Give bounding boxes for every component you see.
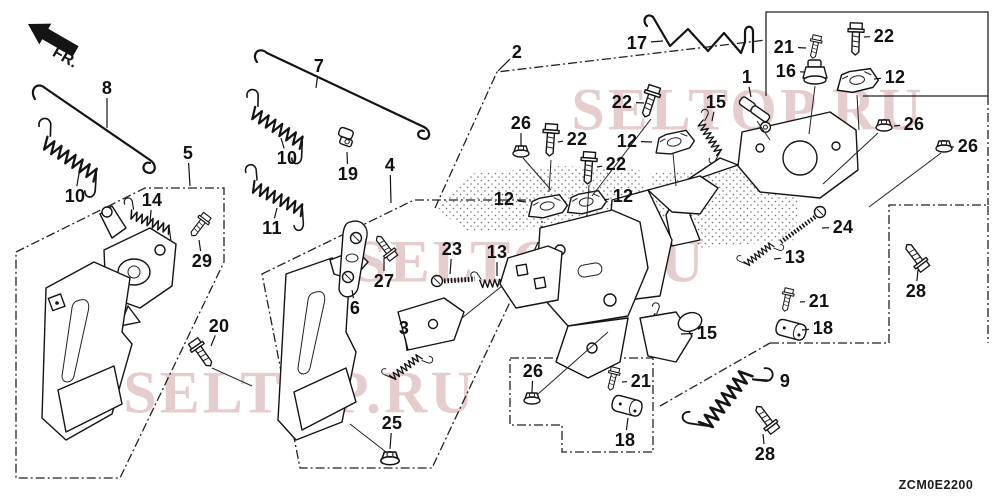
part-number-label: 12 bbox=[884, 67, 906, 87]
cylinder-18-b bbox=[609, 393, 645, 419]
part-number-label: 22 bbox=[605, 154, 627, 174]
part-number-label: 23 bbox=[441, 239, 463, 259]
part-number-label: 6 bbox=[349, 298, 361, 318]
part-number-label: 25 bbox=[381, 413, 403, 433]
part-number-label: 27 bbox=[373, 271, 395, 291]
rod-7 bbox=[253, 49, 431, 140]
part-number-label: 14 bbox=[141, 190, 163, 210]
part-number-label: 4 bbox=[384, 155, 396, 175]
part-number-label: 5 bbox=[182, 143, 194, 163]
nut-26-d bbox=[523, 391, 541, 405]
part-number-label: 3 bbox=[398, 318, 410, 338]
spring-10-center bbox=[227, 86, 321, 167]
part-number-label: 13 bbox=[784, 247, 806, 267]
bolt-21-a bbox=[806, 33, 824, 60]
part-number-label: 2 bbox=[511, 42, 523, 62]
stopper-plate-center bbox=[277, 249, 369, 441]
part-number-label: 19 bbox=[337, 164, 359, 184]
nut-26-b bbox=[875, 118, 893, 132]
part-number-label: 18 bbox=[614, 430, 636, 450]
spring-15-top bbox=[683, 107, 734, 165]
bolt-28-box bbox=[888, 204, 989, 343]
part-number-label: 10 bbox=[276, 148, 298, 168]
bolt-21-b bbox=[778, 286, 796, 313]
part-number-label: 12 bbox=[612, 186, 634, 206]
bolt-22-a bbox=[636, 83, 664, 121]
bolt-28-b bbox=[750, 401, 782, 437]
part-number-label: 29 bbox=[191, 251, 213, 271]
nut-26-c bbox=[935, 139, 953, 153]
part-number-label: 28 bbox=[754, 444, 776, 464]
part-number-label: 8 bbox=[101, 78, 113, 98]
part-number-label: 20 bbox=[208, 316, 230, 336]
bolt-28-box-tail bbox=[659, 342, 889, 407]
bolt-28-a bbox=[900, 239, 932, 275]
part-number-label: 28 bbox=[905, 281, 927, 301]
stopper-plate-left bbox=[41, 261, 133, 441]
clamp-piece-19 bbox=[337, 126, 354, 148]
part-number-label: 15 bbox=[705, 92, 727, 112]
top-right-box bbox=[765, 11, 989, 96]
part-number-label: 17 bbox=[626, 33, 648, 53]
part-number-label: 26 bbox=[903, 114, 925, 134]
part-number-label: 13 bbox=[486, 242, 508, 262]
front-direction-arrow bbox=[28, 23, 79, 57]
part-number-label: 16 bbox=[775, 61, 797, 81]
part-number-label: 7 bbox=[313, 56, 325, 76]
spring-9 bbox=[679, 343, 777, 449]
fitting-16 bbox=[802, 59, 828, 85]
main-control-bracket bbox=[397, 111, 859, 379]
part-number-label: 15 bbox=[696, 323, 718, 343]
part-number-label: 22 bbox=[611, 92, 633, 112]
bolt-22-b bbox=[540, 122, 561, 158]
part-number-label: 1 bbox=[741, 67, 753, 87]
part-number-label: 21 bbox=[808, 291, 830, 311]
group-2-box bbox=[434, 39, 767, 209]
part-number-label: 12 bbox=[616, 131, 638, 151]
nut-25 bbox=[379, 450, 401, 466]
assembly-axis-lines bbox=[211, 85, 942, 453]
nut-26-a bbox=[512, 144, 530, 158]
diagram-code: ZCM0E2200 bbox=[898, 478, 974, 492]
label-leader-lines bbox=[76, 36, 955, 450]
part-number-label: 12 bbox=[493, 189, 515, 209]
part-number-label: 24 bbox=[832, 217, 854, 237]
group-18-box bbox=[509, 357, 654, 453]
part-number-label: 18 bbox=[812, 318, 834, 338]
part-number-label: 26 bbox=[522, 361, 544, 381]
part-number-label: 26 bbox=[510, 113, 532, 133]
bolt-21-c bbox=[603, 365, 622, 392]
part-number-label: 21 bbox=[773, 37, 795, 57]
part-number-label: 11 bbox=[262, 218, 282, 238]
part-number-label: 10 bbox=[64, 186, 86, 206]
part-number-label: 9 bbox=[779, 371, 791, 391]
screw-23 bbox=[430, 274, 476, 288]
clamp-12-c bbox=[652, 128, 697, 158]
part-number-label: 21 bbox=[630, 371, 652, 391]
part-number-label: 22 bbox=[566, 129, 588, 149]
bolt-22-d bbox=[846, 22, 866, 56]
clamp-12-d bbox=[834, 67, 881, 96]
part-number-label: 26 bbox=[957, 136, 979, 156]
screw-24 bbox=[779, 205, 827, 244]
group-5-box bbox=[15, 187, 225, 479]
group-outline-boxes bbox=[15, 11, 989, 479]
rod-8 bbox=[31, 84, 156, 174]
part-number-label: 22 bbox=[873, 26, 895, 46]
wire-rod-17 bbox=[643, 14, 755, 55]
bracket-6 bbox=[338, 220, 368, 298]
bolt-27 bbox=[371, 231, 400, 263]
bolt-29 bbox=[186, 210, 214, 241]
